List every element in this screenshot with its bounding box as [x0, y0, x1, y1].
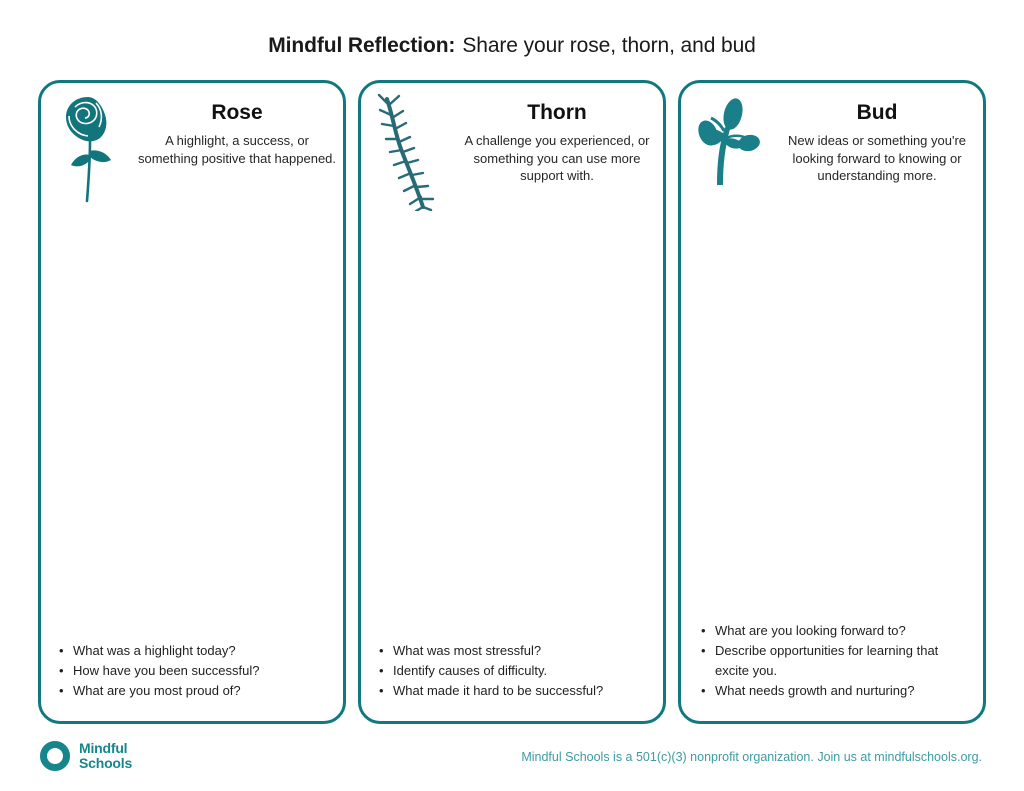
card-rose-prompts: What was a highlight today? How have you…	[41, 641, 343, 701]
card-thorn-prompts: What was most stressful? Identify causes…	[361, 641, 663, 701]
list-item: What are you most proud of?	[59, 681, 329, 701]
list-item: Identify causes of difficulty.	[379, 661, 649, 681]
list-item: What are you looking forward to?	[701, 621, 965, 641]
list-item: Describe opportunities for learning that…	[701, 641, 965, 681]
mindful-schools-logo: Mindful Schools	[40, 741, 132, 771]
list-item: What needs growth and nurturing?	[701, 681, 965, 701]
bud-icon	[695, 91, 767, 203]
logo-wordmark: Mindful Schools	[79, 741, 132, 771]
rose-icon	[55, 91, 127, 203]
card-bud-header: Bud New ideas or something you're lookin…	[681, 83, 983, 213]
card-rose-text: Rose A highlight, a success, or somethin…	[137, 101, 337, 167]
page-title: Mindful Reflection: Share your rose, thor…	[0, 34, 1024, 58]
logo-line-2: Schools	[79, 755, 133, 771]
card-rose: Rose A highlight, a success, or somethin…	[38, 80, 346, 724]
card-bud-title: Bud	[856, 101, 898, 124]
page-title-strong: Mindful Reflection:	[268, 34, 456, 57]
logo-line-1: Mindful	[79, 740, 128, 756]
card-thorn-header: Thorn A challenge you experienced, or so…	[361, 83, 663, 213]
card-thorn-description: A challenge you experienced, or somethin…	[464, 133, 650, 184]
card-thorn-text: Thorn A challenge you experienced, or so…	[457, 101, 657, 185]
card-rose-description: A highlight, a success, or something pos…	[137, 133, 337, 166]
thorn-icon	[375, 91, 447, 211]
card-bud-text: Bud New ideas or something you're lookin…	[777, 101, 977, 185]
card-rose-title: Rose	[211, 101, 263, 124]
ring-icon	[40, 741, 70, 771]
card-bud-description: New ideas or something you're looking fo…	[787, 133, 967, 184]
card-row: Rose A highlight, a success, or somethin…	[38, 80, 986, 724]
card-bud-prompts: What are you looking forward to? Describ…	[681, 621, 983, 701]
card-thorn: Thorn A challenge you experienced, or so…	[358, 80, 666, 724]
card-bud: Bud New ideas or something you're lookin…	[678, 80, 986, 724]
list-item: What was most stressful?	[379, 641, 649, 661]
list-item: What was a highlight today?	[59, 641, 329, 661]
list-item: What made it hard to be successful?	[379, 681, 649, 701]
list-item: How have you been successful?	[59, 661, 329, 681]
card-rose-header: Rose A highlight, a success, or somethin…	[41, 83, 343, 213]
footer: Mindful Schools Mindful Schools is a 501…	[0, 736, 1024, 791]
page-title-rest: Share your rose, thorn, and bud	[462, 34, 756, 57]
card-thorn-title: Thorn	[527, 101, 587, 124]
footer-note: Mindful Schools is a 501(c)(3) nonprofit…	[521, 750, 982, 764]
